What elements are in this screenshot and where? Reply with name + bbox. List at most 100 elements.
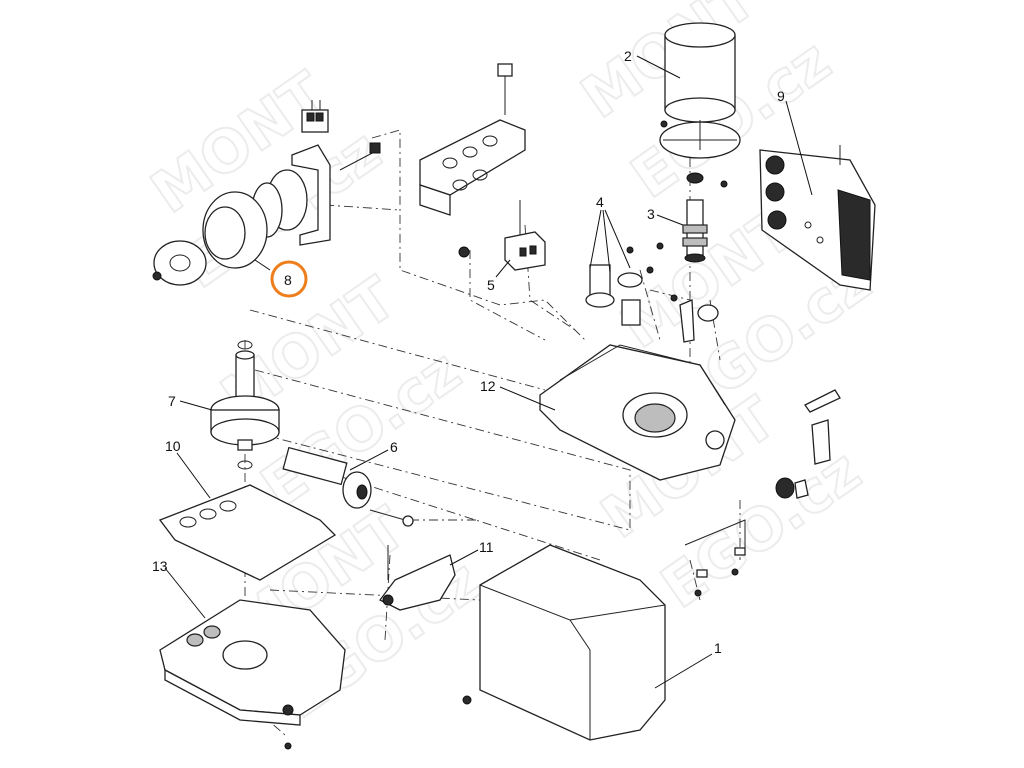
motor-bottom bbox=[664, 97, 736, 123]
cam-base bbox=[585, 292, 615, 308]
pin-head bbox=[402, 515, 414, 527]
assembly-line bbox=[244, 369, 631, 531]
screw bbox=[720, 180, 728, 188]
base-cavity bbox=[186, 633, 204, 647]
part-lever bbox=[670, 294, 719, 343]
label-part-8[interactable]: 8 bbox=[284, 272, 292, 288]
label-part-1: 1 bbox=[714, 640, 722, 656]
assembly-line bbox=[324, 204, 401, 211]
cover-body bbox=[479, 544, 666, 741]
hardware-clip bbox=[734, 547, 746, 556]
mounting-bracket bbox=[291, 144, 331, 246]
screw bbox=[731, 568, 739, 576]
gear-housing-hole bbox=[705, 430, 725, 450]
label-part-3: 3 bbox=[647, 206, 655, 222]
pulley-hub bbox=[169, 254, 191, 272]
plate-hole bbox=[472, 169, 488, 181]
motor-top bbox=[664, 22, 736, 48]
plate-hole bbox=[452, 179, 468, 191]
o-ring bbox=[237, 460, 253, 470]
base-cavity bbox=[203, 625, 221, 639]
leader-lines bbox=[164, 55, 813, 689]
hardware-plate bbox=[804, 389, 841, 413]
nut bbox=[152, 271, 162, 281]
leader-line bbox=[495, 259, 511, 278]
hex-nut bbox=[697, 304, 719, 322]
leader-line bbox=[589, 209, 602, 269]
board-component bbox=[767, 210, 787, 230]
leader-line bbox=[164, 567, 206, 619]
screw bbox=[462, 695, 472, 705]
o-ring bbox=[237, 340, 253, 350]
leader-line bbox=[449, 549, 479, 566]
part-labels: 2 9 3 4 5 7 12 6 10 11 13 1 8 bbox=[152, 48, 785, 656]
switch-contact bbox=[519, 247, 527, 257]
leader-line bbox=[785, 100, 813, 196]
screw bbox=[670, 294, 678, 302]
assembly-line bbox=[371, 129, 586, 341]
leader-line bbox=[656, 214, 684, 226]
bracket-plate-side bbox=[419, 184, 451, 216]
gear-housing-inner bbox=[634, 403, 676, 433]
plate-hole bbox=[442, 157, 458, 169]
part-main-gear bbox=[210, 340, 280, 470]
leader-line bbox=[654, 653, 713, 689]
assembly-line bbox=[649, 289, 691, 301]
leader-line bbox=[176, 452, 211, 499]
screw bbox=[694, 589, 702, 597]
pulley-disc bbox=[153, 240, 207, 286]
screw bbox=[660, 120, 668, 128]
assembly-line bbox=[689, 559, 701, 601]
gasket-hole bbox=[199, 508, 217, 520]
assembly-line bbox=[319, 469, 601, 561]
board-hole bbox=[816, 236, 824, 244]
switch-contact bbox=[529, 245, 537, 255]
base-bore bbox=[222, 640, 268, 670]
cam bbox=[621, 299, 641, 326]
label-part-6: 6 bbox=[390, 439, 398, 455]
assembly-line bbox=[639, 269, 661, 341]
part-spindle bbox=[682, 172, 708, 263]
gear-housing-rim bbox=[559, 344, 726, 406]
spindle-base bbox=[684, 253, 706, 263]
terminal-block bbox=[301, 109, 329, 133]
screw-head bbox=[369, 142, 381, 154]
gasket-sheet bbox=[158, 484, 337, 581]
lever-plate bbox=[679, 299, 695, 343]
leader-line bbox=[254, 259, 271, 271]
part-bracket-plate bbox=[419, 63, 526, 258]
label-part-10: 10 bbox=[165, 438, 181, 454]
part-gear-housing bbox=[539, 344, 736, 481]
spindle-ring bbox=[682, 237, 708, 247]
leader-line bbox=[604, 209, 631, 269]
highlight-ring[interactable] bbox=[270, 260, 308, 298]
plate-hole bbox=[462, 146, 478, 158]
part-cover bbox=[462, 544, 666, 741]
shaft-lower bbox=[237, 439, 253, 451]
bracket-knob bbox=[382, 594, 394, 606]
screw bbox=[656, 242, 664, 250]
hardware-strip bbox=[811, 419, 831, 465]
bracket-plate bbox=[419, 119, 526, 196]
control-board-side bbox=[837, 189, 871, 281]
label-part-7: 7 bbox=[168, 393, 176, 409]
label-part-12: 12 bbox=[480, 378, 496, 394]
label-part-13: 13 bbox=[152, 558, 168, 574]
terminal-screw bbox=[306, 112, 315, 122]
label-part-11: 11 bbox=[479, 539, 494, 555]
cover-edge bbox=[569, 604, 666, 621]
base-side bbox=[164, 668, 301, 726]
washer bbox=[686, 172, 704, 184]
part-capacitor-assembly bbox=[152, 100, 381, 286]
capacitor-end bbox=[204, 206, 246, 260]
board-hole bbox=[804, 221, 812, 229]
key-cylinder bbox=[775, 477, 795, 499]
gasket-hole bbox=[179, 516, 197, 528]
terminal-screw bbox=[315, 112, 324, 122]
part-cams bbox=[585, 242, 664, 326]
spindle-ring bbox=[682, 224, 708, 234]
label-part-2: 2 bbox=[624, 48, 632, 64]
leader-line bbox=[499, 386, 556, 411]
leader-line bbox=[179, 400, 213, 411]
